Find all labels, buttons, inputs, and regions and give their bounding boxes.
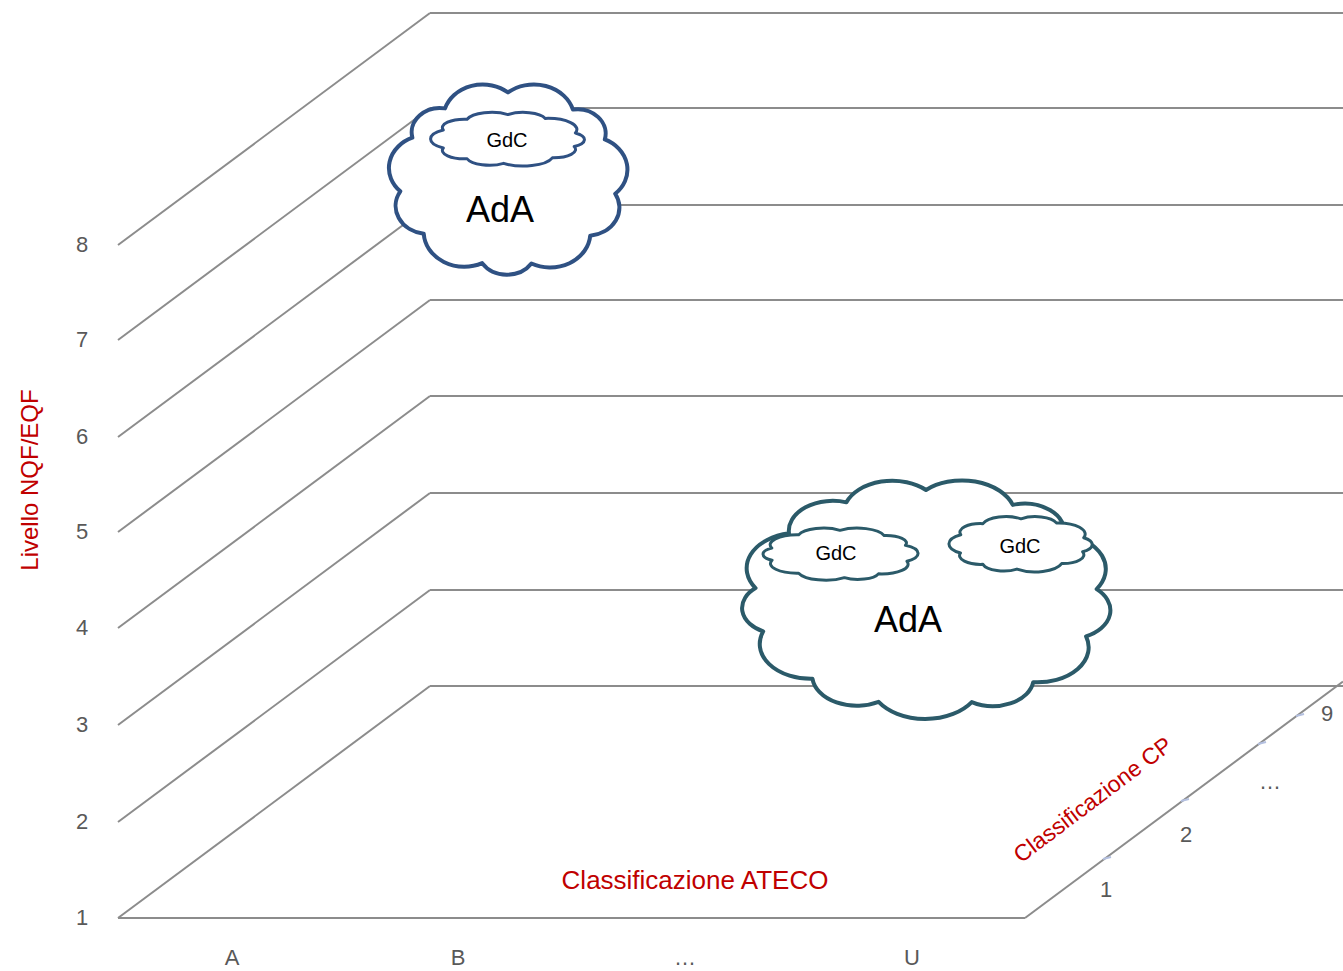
cloud-path — [763, 528, 918, 580]
tick-label: 1 — [76, 907, 88, 929]
axis-tick — [1258, 742, 1266, 744]
tick-label: 2 — [76, 811, 88, 833]
tick-label: 9 — [1321, 703, 1333, 725]
tick-label: 8 — [76, 234, 88, 256]
cloud-path — [742, 480, 1110, 719]
tick-label: 7 — [76, 329, 88, 351]
grid-line — [118, 493, 430, 725]
tick-label: 2 — [1180, 824, 1192, 846]
axis-title: Livello NQF/EQF — [18, 389, 42, 570]
cloud-outline — [712, 452, 1140, 744]
axis-tick — [1181, 799, 1189, 801]
axis-title: Classificazione CP — [1010, 733, 1177, 867]
node-label: AdA — [874, 602, 942, 638]
cloud-node: AdA GdC GdC — [712, 452, 1140, 744]
cloud-outline — [372, 62, 644, 296]
grid-line — [430, 12, 1343, 14]
axis-tick — [1296, 714, 1304, 716]
axis-tick — [1103, 857, 1111, 859]
tick-label: … — [1259, 771, 1281, 793]
cloud-path — [949, 517, 1092, 572]
axis-title: Classificazione ATECO — [562, 867, 829, 893]
tick-label: 3 — [76, 714, 88, 736]
grid-line — [118, 205, 430, 437]
grid-line — [430, 299, 1343, 301]
cloud-node: GdC — [752, 522, 928, 586]
grid-line — [118, 396, 430, 628]
tick-label: 6 — [76, 426, 88, 448]
cloud-node: GdC — [940, 510, 1102, 578]
grid-line — [118, 300, 430, 532]
grid-line — [118, 917, 1025, 919]
grid-line — [118, 13, 430, 245]
cloud-node: GdC — [421, 106, 595, 172]
node-label: GdC — [999, 536, 1040, 556]
grid-line — [118, 686, 430, 918]
tick-label: A — [225, 947, 240, 969]
tick-label: 1 — [1100, 879, 1112, 901]
cloud-path — [389, 84, 628, 274]
grid-line — [430, 395, 1343, 397]
cloud-path — [431, 112, 585, 166]
tick-label: 5 — [76, 521, 88, 543]
node-label: GdC — [815, 543, 856, 563]
tick-label: … — [674, 947, 696, 969]
tick-label: B — [451, 947, 466, 969]
tick-label: U — [904, 947, 920, 969]
tick-label: 4 — [76, 617, 88, 639]
node-label: GdC — [486, 130, 527, 150]
grid-line — [118, 108, 430, 340]
grid-line — [118, 590, 430, 822]
node-label: AdA — [466, 192, 534, 228]
cloud-node: AdA GdC — [372, 62, 644, 296]
